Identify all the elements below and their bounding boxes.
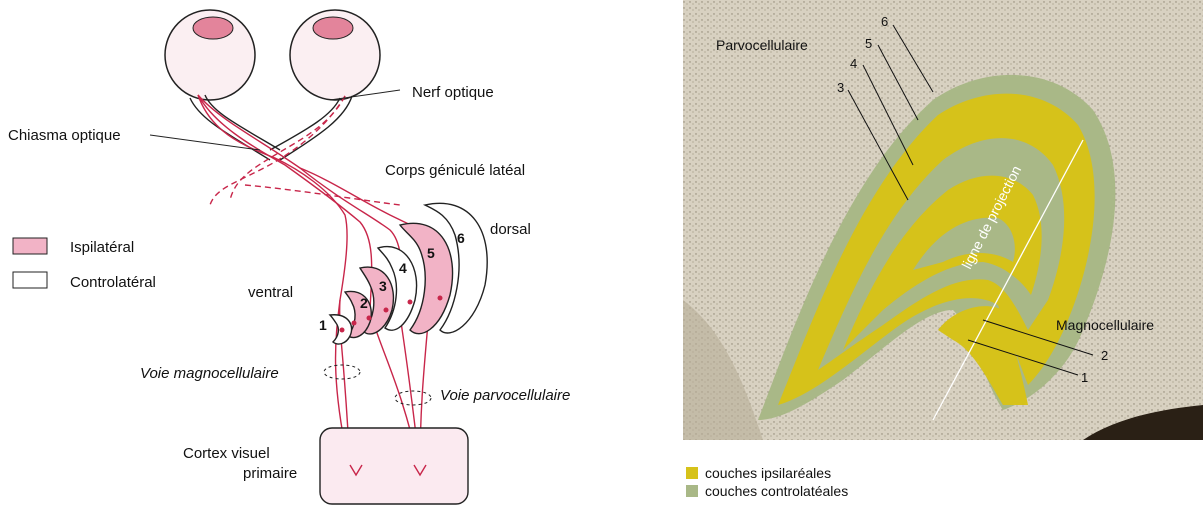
label-cortex-line1: Cortex visuel	[183, 445, 270, 462]
legend-contra-swatch	[686, 485, 698, 497]
label-parvocellulaire: Parvocellulaire	[716, 37, 808, 53]
layer-number-5: 5	[427, 245, 435, 261]
label-chiasma-optique: Chiasma optique	[8, 127, 121, 144]
layer-number-3: 3	[379, 278, 387, 294]
layer-label-5: 5	[865, 36, 872, 51]
lgn-histology-panel: ligne de projection Parvocellulaire Magn…	[683, 0, 1203, 511]
layer-label-4: 4	[850, 56, 857, 71]
right-eye	[290, 10, 380, 100]
lgn-schema-panel: Nerf optique Chiasma optique Corps génic…	[0, 0, 640, 511]
label-voie-parvo: Voie parvocellulaire	[440, 387, 570, 404]
legend-controlateral-swatch	[13, 272, 47, 288]
label-cortex-line2: primaire	[243, 465, 297, 482]
label-nerf-optique: Nerf optique	[412, 84, 494, 101]
lgn-histology-svg: ligne de projection Parvocellulaire Magn…	[683, 0, 1203, 511]
label-voie-magno: Voie magnocellulaire	[140, 365, 279, 382]
left-eye	[165, 10, 255, 100]
lgn-schema-svg: Nerf optique Chiasma optique Corps génic…	[0, 0, 640, 511]
legend-ipsilateral-label: Ispilatéral	[70, 239, 134, 256]
label-ventral: ventral	[248, 284, 293, 301]
legend-ipsi-label: couches ipsilaréales	[705, 465, 831, 481]
layer-number-4: 4	[399, 260, 407, 276]
layer-label-1: 1	[1081, 370, 1088, 385]
legend-controlateral-label: Controlatéral	[70, 274, 156, 291]
layer-label-3: 3	[837, 80, 844, 95]
cortex-box	[320, 428, 468, 504]
legend-ipsilateral-swatch	[13, 238, 47, 254]
layer-number-2: 2	[360, 295, 368, 311]
legend-ipsi-swatch	[686, 467, 698, 479]
label-magnocellulaire: Magnocellulaire	[1056, 317, 1154, 333]
layer-label-6: 6	[881, 14, 888, 29]
layer-number-1: 1	[319, 317, 327, 333]
label-corps-genicule: Corps géniculé latéal	[385, 162, 525, 179]
label-dorsal: dorsal	[490, 221, 531, 238]
layer-number-6: 6	[457, 230, 465, 246]
legend-contra-label: couches controlatéales	[705, 483, 848, 499]
layer-label-2: 2	[1101, 348, 1108, 363]
